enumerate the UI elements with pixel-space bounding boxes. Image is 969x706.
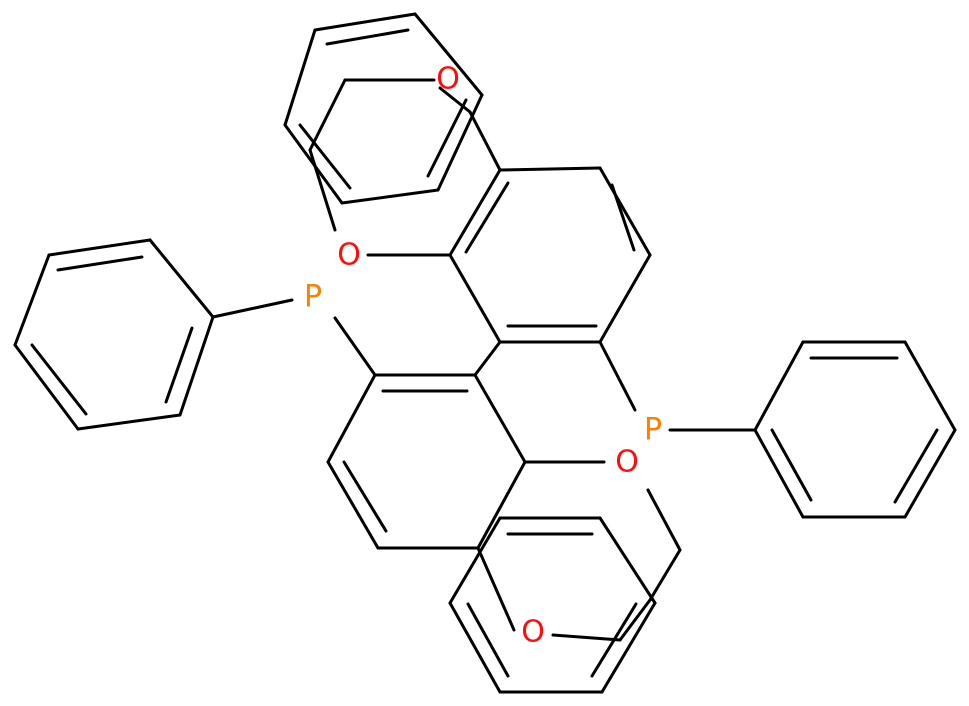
lower-back-phenyl bbox=[448, 516, 657, 694]
upper-dioxin-ring bbox=[308, 78, 502, 257]
lower-dioxin-ring bbox=[476, 460, 682, 642]
oxygen-atom-label: O bbox=[521, 615, 545, 650]
phosphorus-right-substituents bbox=[598, 340, 957, 519]
phosphorus-atom-label: P bbox=[304, 280, 322, 315]
oxygen-atom-label: O bbox=[615, 445, 639, 480]
phosphorus-atom-label: P bbox=[644, 413, 662, 448]
oxygen-atom-label: O bbox=[337, 238, 361, 273]
biaryl-bond bbox=[473, 340, 502, 377]
upper-aromatic-ring bbox=[448, 166, 652, 344]
upper-back-phenyl bbox=[283, 12, 484, 205]
oxygen-atom-label: O bbox=[436, 62, 460, 97]
lower-aromatic-ring bbox=[326, 373, 527, 550]
phosphorus-left-substituents bbox=[13, 238, 377, 431]
